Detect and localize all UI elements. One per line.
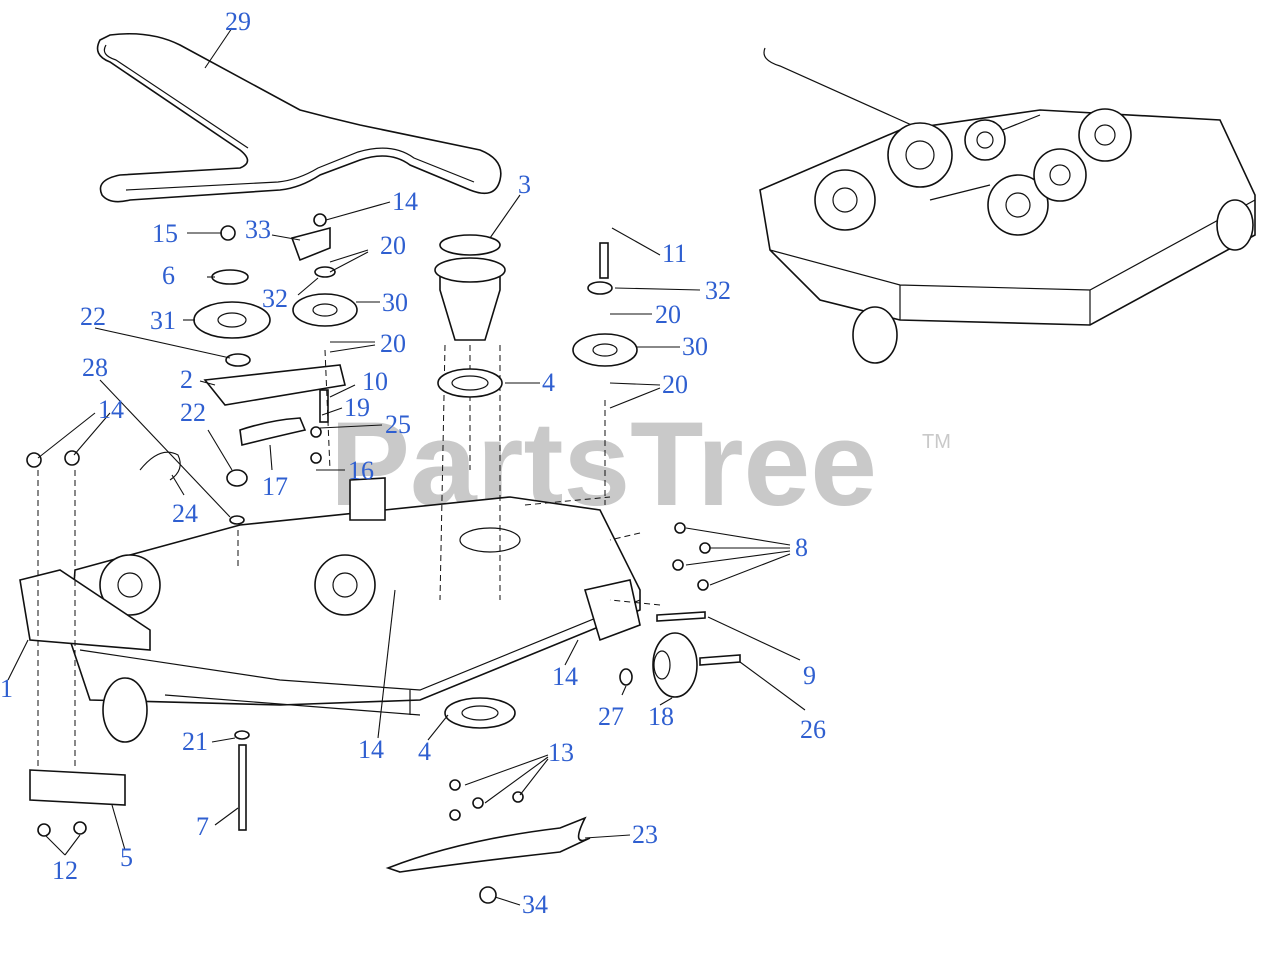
- callout-20: 20: [380, 329, 406, 358]
- spring-part: [239, 417, 307, 446]
- callout-13: 13: [548, 738, 574, 767]
- bolt-part: [599, 242, 609, 279]
- callout-8: 8: [795, 533, 808, 562]
- callout-24: 24: [172, 499, 198, 528]
- callout-25: 25: [385, 410, 411, 439]
- callout-34: 34: [522, 890, 548, 919]
- callout-2: 2: [180, 365, 193, 394]
- callout-20: 20: [380, 231, 406, 260]
- washer-part: [229, 515, 245, 525]
- watermark-trademark: TM: [922, 431, 951, 453]
- callout-4: 4: [542, 368, 555, 397]
- bracket-part: [290, 226, 331, 262]
- axle-bolt-part: [656, 611, 706, 622]
- callout-21: 21: [182, 727, 208, 756]
- callout-14: 14: [392, 187, 418, 216]
- callout-22: 22: [180, 398, 206, 427]
- bolt-part: [238, 744, 247, 831]
- baffle-part: [29, 769, 126, 806]
- washer-part: [314, 266, 336, 278]
- washer-part: [587, 281, 613, 295]
- mounting-plate-part: [437, 368, 503, 398]
- callout-33: 33: [245, 215, 271, 244]
- bushing-part: [226, 469, 248, 487]
- callout-3: 3: [518, 170, 531, 199]
- bushing-part: [225, 353, 251, 367]
- callout-32: 32: [705, 276, 731, 305]
- assembled-deck-view: [759, 47, 1256, 364]
- flat-idler-pulley-part: [193, 301, 271, 339]
- idler-pulley-part: [292, 293, 358, 327]
- idler-arm-part: [203, 364, 346, 406]
- callout-32: 32: [262, 284, 288, 313]
- idler-pulley-part: [572, 333, 638, 367]
- callout-14: 14: [358, 735, 384, 764]
- bushing-part: [619, 668, 633, 686]
- callout-4: 4: [418, 737, 431, 766]
- callout-26: 26: [800, 715, 826, 744]
- callout-20: 20: [655, 300, 681, 329]
- nut-part: [479, 886, 497, 904]
- rod-part: [139, 451, 181, 481]
- callout-16: 16: [348, 456, 374, 485]
- pin-part: [319, 389, 329, 423]
- mower-deck-shell: [19, 477, 641, 743]
- callout-30: 30: [382, 288, 408, 317]
- callout-19: 19: [344, 393, 370, 422]
- caster-wheel-part: [652, 632, 698, 698]
- callout-15: 15: [152, 219, 178, 248]
- callout-5: 5: [120, 843, 133, 872]
- callout-11: 11: [662, 239, 687, 268]
- callout-22: 22: [80, 302, 106, 331]
- callout-6: 6: [162, 261, 175, 290]
- nut-part: [220, 225, 236, 241]
- callout-23: 23: [632, 820, 658, 849]
- callout-14: 14: [98, 395, 124, 424]
- callout-30: 30: [682, 332, 708, 361]
- callout-12: 12: [52, 856, 78, 885]
- callout-29: 29: [225, 7, 251, 36]
- callout-18: 18: [648, 702, 674, 731]
- callout-7: 7: [196, 812, 209, 841]
- callout-31: 31: [150, 306, 176, 335]
- callout-20: 20: [662, 370, 688, 399]
- mounting-plate-part: [444, 697, 516, 729]
- washer-part: [234, 730, 250, 740]
- callout-9: 9: [803, 661, 816, 690]
- spacer-part: [699, 654, 741, 666]
- nut-part: [313, 213, 327, 227]
- bearing-part: [211, 269, 249, 285]
- callout-10: 10: [362, 367, 388, 396]
- callout-1: 1: [0, 674, 13, 703]
- blade-part: [385, 816, 591, 873]
- callout-27: 27: [598, 702, 624, 731]
- callout-28: 28: [82, 353, 108, 382]
- callout-17: 17: [262, 472, 288, 501]
- callout-14: 14: [552, 662, 578, 691]
- callout-leaders: [7, 27, 806, 906]
- belt-part: [96, 32, 502, 203]
